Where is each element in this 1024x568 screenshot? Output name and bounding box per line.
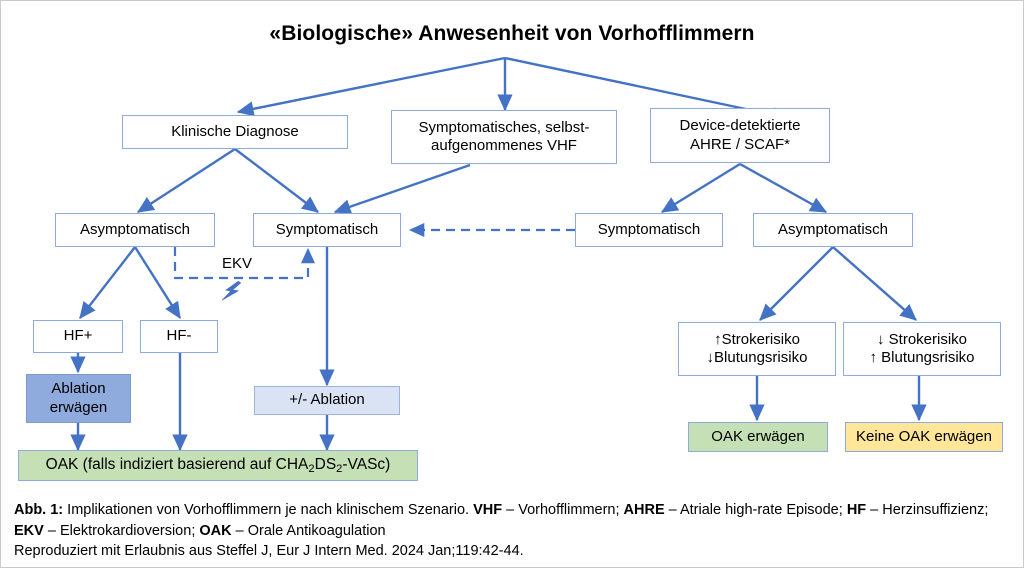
node-label-line1: ↓ Strokerisiko bbox=[876, 330, 968, 348]
figure-title: «Biologische» Anwesenheit von Vorhofflim… bbox=[269, 22, 755, 45]
node-hf-negative[interactable]: HF- bbox=[140, 320, 218, 353]
caption-abbr-ekv: EKV bbox=[14, 522, 44, 539]
node-risk-high-stroke[interactable]: ↑Strokerisiko ↓Blutungsrisiko bbox=[678, 322, 836, 376]
node-risk-low-stroke[interactable]: ↓ Strokerisiko ↑ Blutungsrisiko bbox=[843, 322, 1001, 376]
node-symptomatisches-vhf[interactable]: Symptomatisches, selbst- aufgenommenes V… bbox=[391, 110, 617, 164]
caption-abbr-vhf: VHF bbox=[473, 502, 503, 518]
node-ablation-erwaegen[interactable]: Ablation erwägen bbox=[26, 374, 131, 423]
node-label: OAK erwägen bbox=[711, 427, 805, 445]
node-oak-erwaegen[interactable]: OAK erwägen bbox=[688, 422, 828, 452]
node-label-line2: erwägen bbox=[49, 398, 108, 416]
node-label: HF- bbox=[166, 327, 192, 345]
oak-bar-text: OAK (falls indiziert basierend auf CHA2D… bbox=[46, 456, 391, 475]
caption-label: Abb. 1: bbox=[14, 502, 64, 518]
ekv-label: EKV bbox=[222, 255, 253, 272]
node-label: Asymptomatisch bbox=[777, 220, 889, 238]
caption-text-3: – Atriale high-rate Episode; bbox=[664, 502, 847, 518]
caption-abbr-hf: HF bbox=[846, 502, 867, 518]
lightning-bolt-icon bbox=[222, 280, 242, 302]
node-symptomatisch-right[interactable]: Symptomatisch bbox=[575, 213, 723, 247]
node-label-line2: AHRE / SCAF* bbox=[689, 135, 791, 153]
node-label-line1: Ablation bbox=[51, 380, 106, 398]
node-label: +/- Ablation bbox=[289, 391, 365, 409]
caption-source-line: Reproduziert mit Erlaubnis aus Steffel J… bbox=[14, 543, 524, 560]
node-klinische-diagnose[interactable]: Klinische Diagnose bbox=[122, 115, 348, 149]
node-label: Asymptomatisch bbox=[79, 220, 191, 238]
caption-abbr-ahre: AHRE bbox=[623, 502, 665, 518]
figure-caption: Abb. 1: Implikationen von Vorhofflimmern… bbox=[14, 500, 1012, 562]
node-label: HF+ bbox=[63, 327, 93, 345]
node-label-line2: aufgenommenes VHF bbox=[431, 137, 577, 154]
oak-suffix: -VASc) bbox=[342, 456, 391, 474]
node-hf-positive[interactable]: HF+ bbox=[33, 320, 123, 353]
node-label: Keine OAK erwägen bbox=[856, 427, 992, 445]
caption-abbr-oak: OAK bbox=[199, 522, 232, 539]
node-label: Klinische Diagnose bbox=[171, 122, 299, 140]
node-asymptomatisch-left[interactable]: Asymptomatisch bbox=[55, 213, 215, 247]
node-device-detektierte-ahre-scaf[interactable]: Device-detektierte AHRE / SCAF* bbox=[650, 108, 830, 163]
node-label: Symptomatisch bbox=[275, 220, 379, 238]
node-label-line1: ↑Strokerisiko bbox=[714, 330, 800, 348]
node-label: Symptomatisch bbox=[597, 220, 701, 238]
caption-text-6: – Orale Antikoagulation bbox=[231, 522, 386, 539]
caption-text-4: – Herzinsuffizienz; bbox=[866, 502, 989, 518]
oak-mid: DS bbox=[314, 456, 337, 474]
oak-sub-1: 2 bbox=[308, 463, 315, 476]
node-oak-bar[interactable]: OAK (falls indiziert basierend auf CHA2D… bbox=[18, 450, 418, 481]
node-label-line2: ↓Blutungsrisiko bbox=[706, 349, 808, 366]
caption-text-5: – Elektrokardioversion; bbox=[43, 522, 200, 539]
caption-text-1: Implikationen von Vorhofflimmern je nach… bbox=[63, 502, 474, 518]
node-label-line1: Device-detektierte bbox=[679, 117, 801, 135]
node-label-line1: Symptomatisches, selbst- bbox=[418, 118, 590, 136]
node-symptomatisch-mid[interactable]: Symptomatisch bbox=[253, 213, 401, 247]
node-keine-oak-erwaegen[interactable]: Keine OAK erwägen bbox=[845, 422, 1003, 452]
oak-sub-2: 2 bbox=[336, 463, 343, 476]
caption-text-2: – Vorhofflimmern; bbox=[502, 502, 624, 518]
node-asymptomatisch-right[interactable]: Asymptomatisch bbox=[753, 213, 913, 247]
node-plusminus-ablation[interactable]: +/- Ablation bbox=[254, 386, 400, 415]
node-label-line2: ↑ Blutungsrisiko bbox=[869, 349, 975, 366]
oak-prefix: OAK (falls indiziert basierend auf CHA bbox=[45, 456, 309, 474]
